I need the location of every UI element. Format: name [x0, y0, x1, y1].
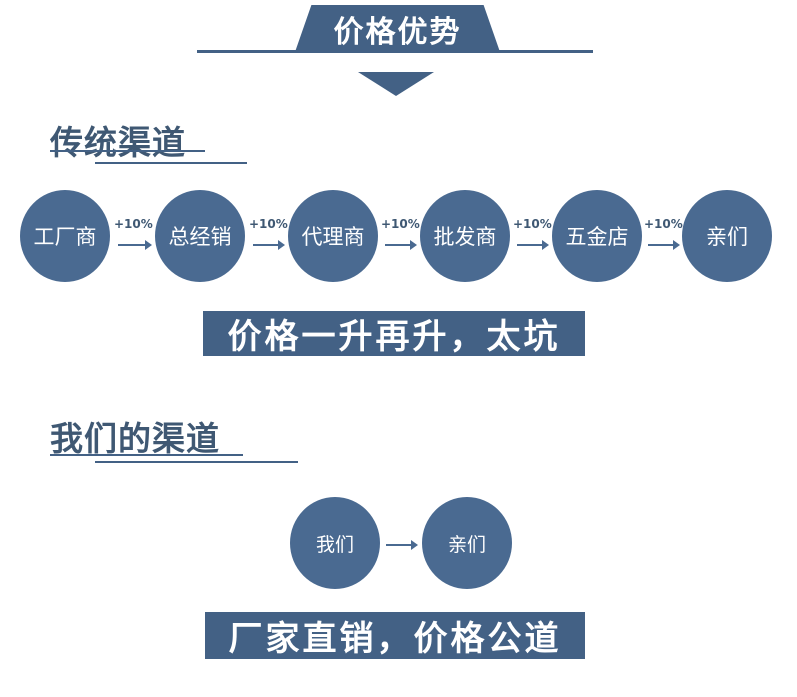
node-customer: 亲们: [682, 190, 772, 282]
traditional-slogan: 价格一升再升，太坑: [203, 311, 585, 357]
arrow-icon: [385, 240, 417, 250]
arrow-icon: [253, 240, 285, 250]
heading-underline: [95, 461, 298, 463]
node-distributor: 总经销: [155, 190, 245, 282]
markup-label: +10%: [249, 217, 288, 231]
node-customer: 亲们: [422, 497, 512, 589]
node-factory: 工厂商: [20, 190, 110, 282]
arrow-icon: [118, 240, 152, 250]
arrow-icon: [386, 540, 418, 550]
node-us: 我们: [290, 497, 380, 589]
our-channel-heading: 我们的渠道: [50, 419, 220, 458]
traditional-heading: 传统渠道: [50, 123, 186, 162]
arrow-icon: [517, 240, 549, 250]
heading-underline: [95, 162, 247, 164]
arrow-icon: [648, 240, 680, 250]
down-triangle-icon: [358, 72, 434, 96]
heading-underline: [50, 150, 205, 152]
node-wholesaler: 批发商: [420, 190, 510, 282]
node-agent: 代理商: [288, 190, 378, 282]
title-banner: 价格优势: [295, 5, 500, 52]
markup-label: +10%: [114, 217, 153, 231]
node-hardware-store: 五金店: [552, 190, 642, 282]
heading-underline: [50, 454, 243, 456]
markup-label: +10%: [644, 217, 683, 231]
our-slogan: 厂家直销，价格公道: [205, 612, 585, 659]
markup-label: +10%: [381, 217, 420, 231]
markup-label: +10%: [513, 217, 552, 231]
